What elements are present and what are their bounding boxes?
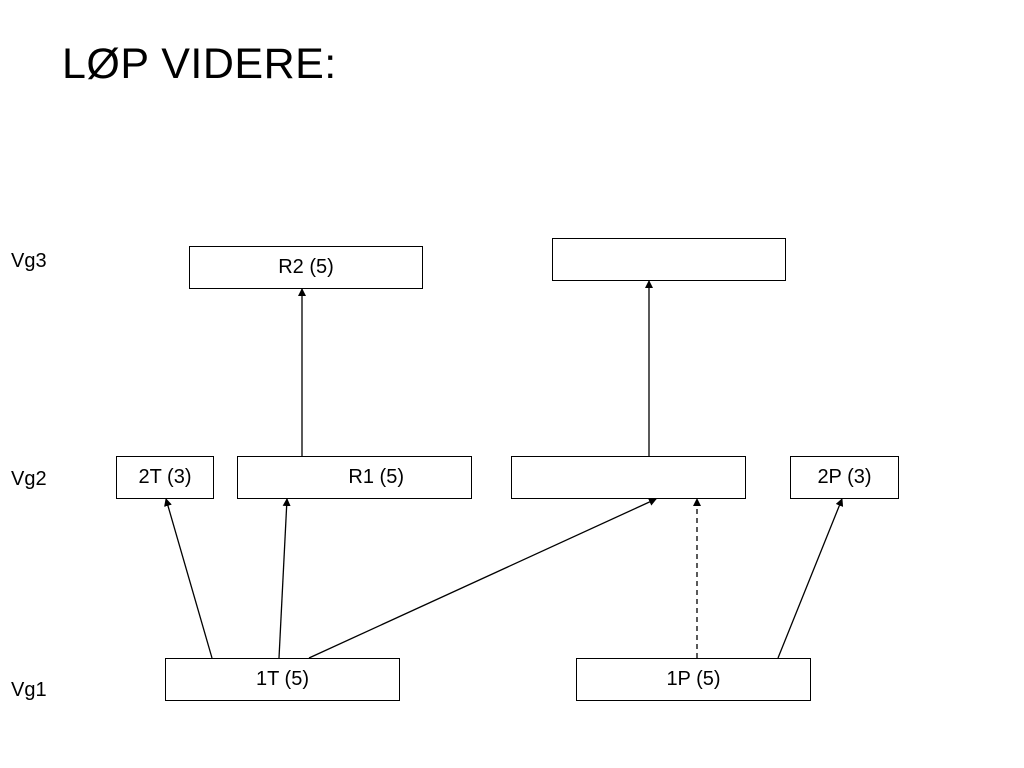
arrow-1p-to-2p (777, 498, 844, 659)
box-1t-label: 1T (5) (256, 668, 309, 690)
box-r1: R1 (5) (237, 456, 472, 499)
box-r2-label: R2 (5) (278, 256, 334, 278)
box-2t-label: 2T (3) (138, 466, 192, 488)
level-label-vg1: Vg1 (11, 679, 47, 701)
box-1t: 1T (5) (165, 658, 400, 701)
arrow-1t-to-r1 (278, 498, 291, 659)
box-1p: 1P (5) (576, 658, 811, 701)
box-1p-label: 1P (5) (666, 668, 721, 690)
box-r2: R2 (5) (189, 246, 423, 289)
arrow-1t-to-2t (164, 498, 213, 659)
level-label-vg2: Vg2 (11, 468, 47, 490)
box-vg3-right (552, 238, 786, 281)
box-2t: 2T (3) (116, 456, 214, 499)
box-r1-label: R1 (5) (348, 466, 404, 488)
level-label-vg3: Vg3 (11, 250, 47, 272)
page-title: LØP VIDERE: (62, 40, 337, 88)
box-2p: 2P (3) (790, 456, 899, 499)
box-2p-label: 2P (3) (817, 466, 872, 488)
arrow-1t-to-vg2-middle (308, 498, 657, 659)
box-vg2-middle (511, 456, 746, 499)
